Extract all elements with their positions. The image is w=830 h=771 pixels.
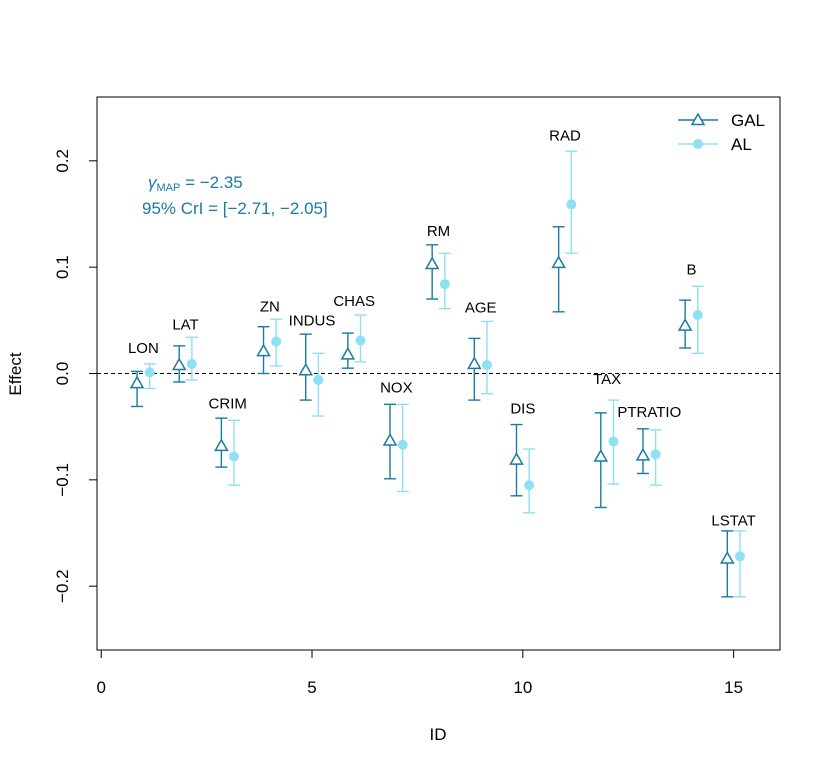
- legend-marker: [690, 112, 706, 126]
- x-tick-label: 0: [96, 678, 105, 697]
- data-point: [566, 199, 577, 210]
- point-label: INDUS: [289, 312, 336, 329]
- data-point: [608, 436, 619, 447]
- series-group: [129, 150, 746, 598]
- data-point: [677, 318, 693, 331]
- data-point: [171, 357, 187, 371]
- data-point: [256, 343, 271, 357]
- point-label: TAX: [593, 371, 621, 388]
- point-label: PTRATIO: [617, 404, 681, 421]
- data-point: [720, 551, 735, 564]
- annotation-line-1: γMAP = −2.35: [148, 173, 243, 194]
- data-point: [186, 358, 197, 369]
- point-label: RM: [427, 223, 450, 240]
- point-label: LAT: [172, 317, 198, 334]
- data-point: [734, 551, 745, 562]
- y-tick-label: 0.2: [53, 149, 72, 173]
- x-tick-label: 5: [307, 678, 316, 697]
- axes: 0 5 10 15 −0.2 −0.1 0.0 0.1 0.2: [53, 149, 743, 697]
- annotation-gamma: γ: [148, 173, 158, 192]
- point-label: NOX: [380, 379, 413, 396]
- y-tick-label: −0.2: [53, 569, 72, 603]
- y-tick-label: −0.1: [53, 463, 72, 497]
- data-point: [340, 346, 356, 360]
- legend: GAL AL: [678, 111, 765, 154]
- series-al: [143, 150, 746, 598]
- y-tick-label: 0.1: [53, 255, 72, 279]
- data-point: [129, 375, 145, 389]
- point-label: ZN: [260, 299, 280, 316]
- point-label: LON: [128, 340, 159, 357]
- data-point: [271, 336, 282, 347]
- data-point: [467, 356, 482, 370]
- data-point: [397, 439, 408, 450]
- legend-label: GAL: [731, 111, 765, 130]
- point-label: DIS: [510, 401, 535, 418]
- data-point: [229, 451, 240, 462]
- data-point: [382, 432, 398, 446]
- point-label: RAD: [549, 127, 581, 144]
- point-label: AGE: [465, 300, 497, 317]
- x-tick-label: 10: [513, 678, 532, 697]
- y-tick-label: 0.0: [53, 362, 72, 386]
- point-label: LSTAT: [711, 512, 755, 529]
- data-point: [551, 255, 566, 269]
- y-axis-title: Effect: [6, 352, 25, 395]
- point-label: CHAS: [333, 293, 375, 310]
- data-point: [439, 279, 450, 290]
- data-point: [214, 438, 229, 452]
- annotation-subscript: MAP: [157, 182, 181, 194]
- data-point: [650, 449, 661, 460]
- data-point: [692, 310, 703, 321]
- data-point: [593, 448, 609, 462]
- data-point: [424, 256, 440, 270]
- x-tick-label: 15: [724, 678, 743, 697]
- data-point: [509, 452, 524, 465]
- data-point: [355, 335, 366, 346]
- data-point: [298, 362, 313, 376]
- series-gal: [129, 226, 735, 598]
- legend-label: AL: [731, 135, 752, 154]
- data-point: [635, 447, 651, 461]
- data-point: [481, 359, 492, 370]
- annotation-value: = −2.35: [180, 173, 242, 192]
- annotation-line-2: 95% CrI = [−2.71, −2.05]: [142, 199, 328, 218]
- legend-marker: [693, 139, 703, 149]
- data-point: [524, 480, 535, 491]
- annotation: γMAP = −2.35 95% CrI = [−2.71, −2.05]: [142, 173, 328, 218]
- x-axis-title: ID: [430, 725, 447, 744]
- data-point: [313, 374, 324, 385]
- point-label: CRIM: [209, 395, 247, 412]
- data-point: [144, 367, 155, 378]
- point-label: B: [686, 261, 696, 278]
- point-labels-group: LON LAT CRIM ZN INDUS CHAS NOX RM AGE DIS RAD TAX PT…: [128, 127, 756, 529]
